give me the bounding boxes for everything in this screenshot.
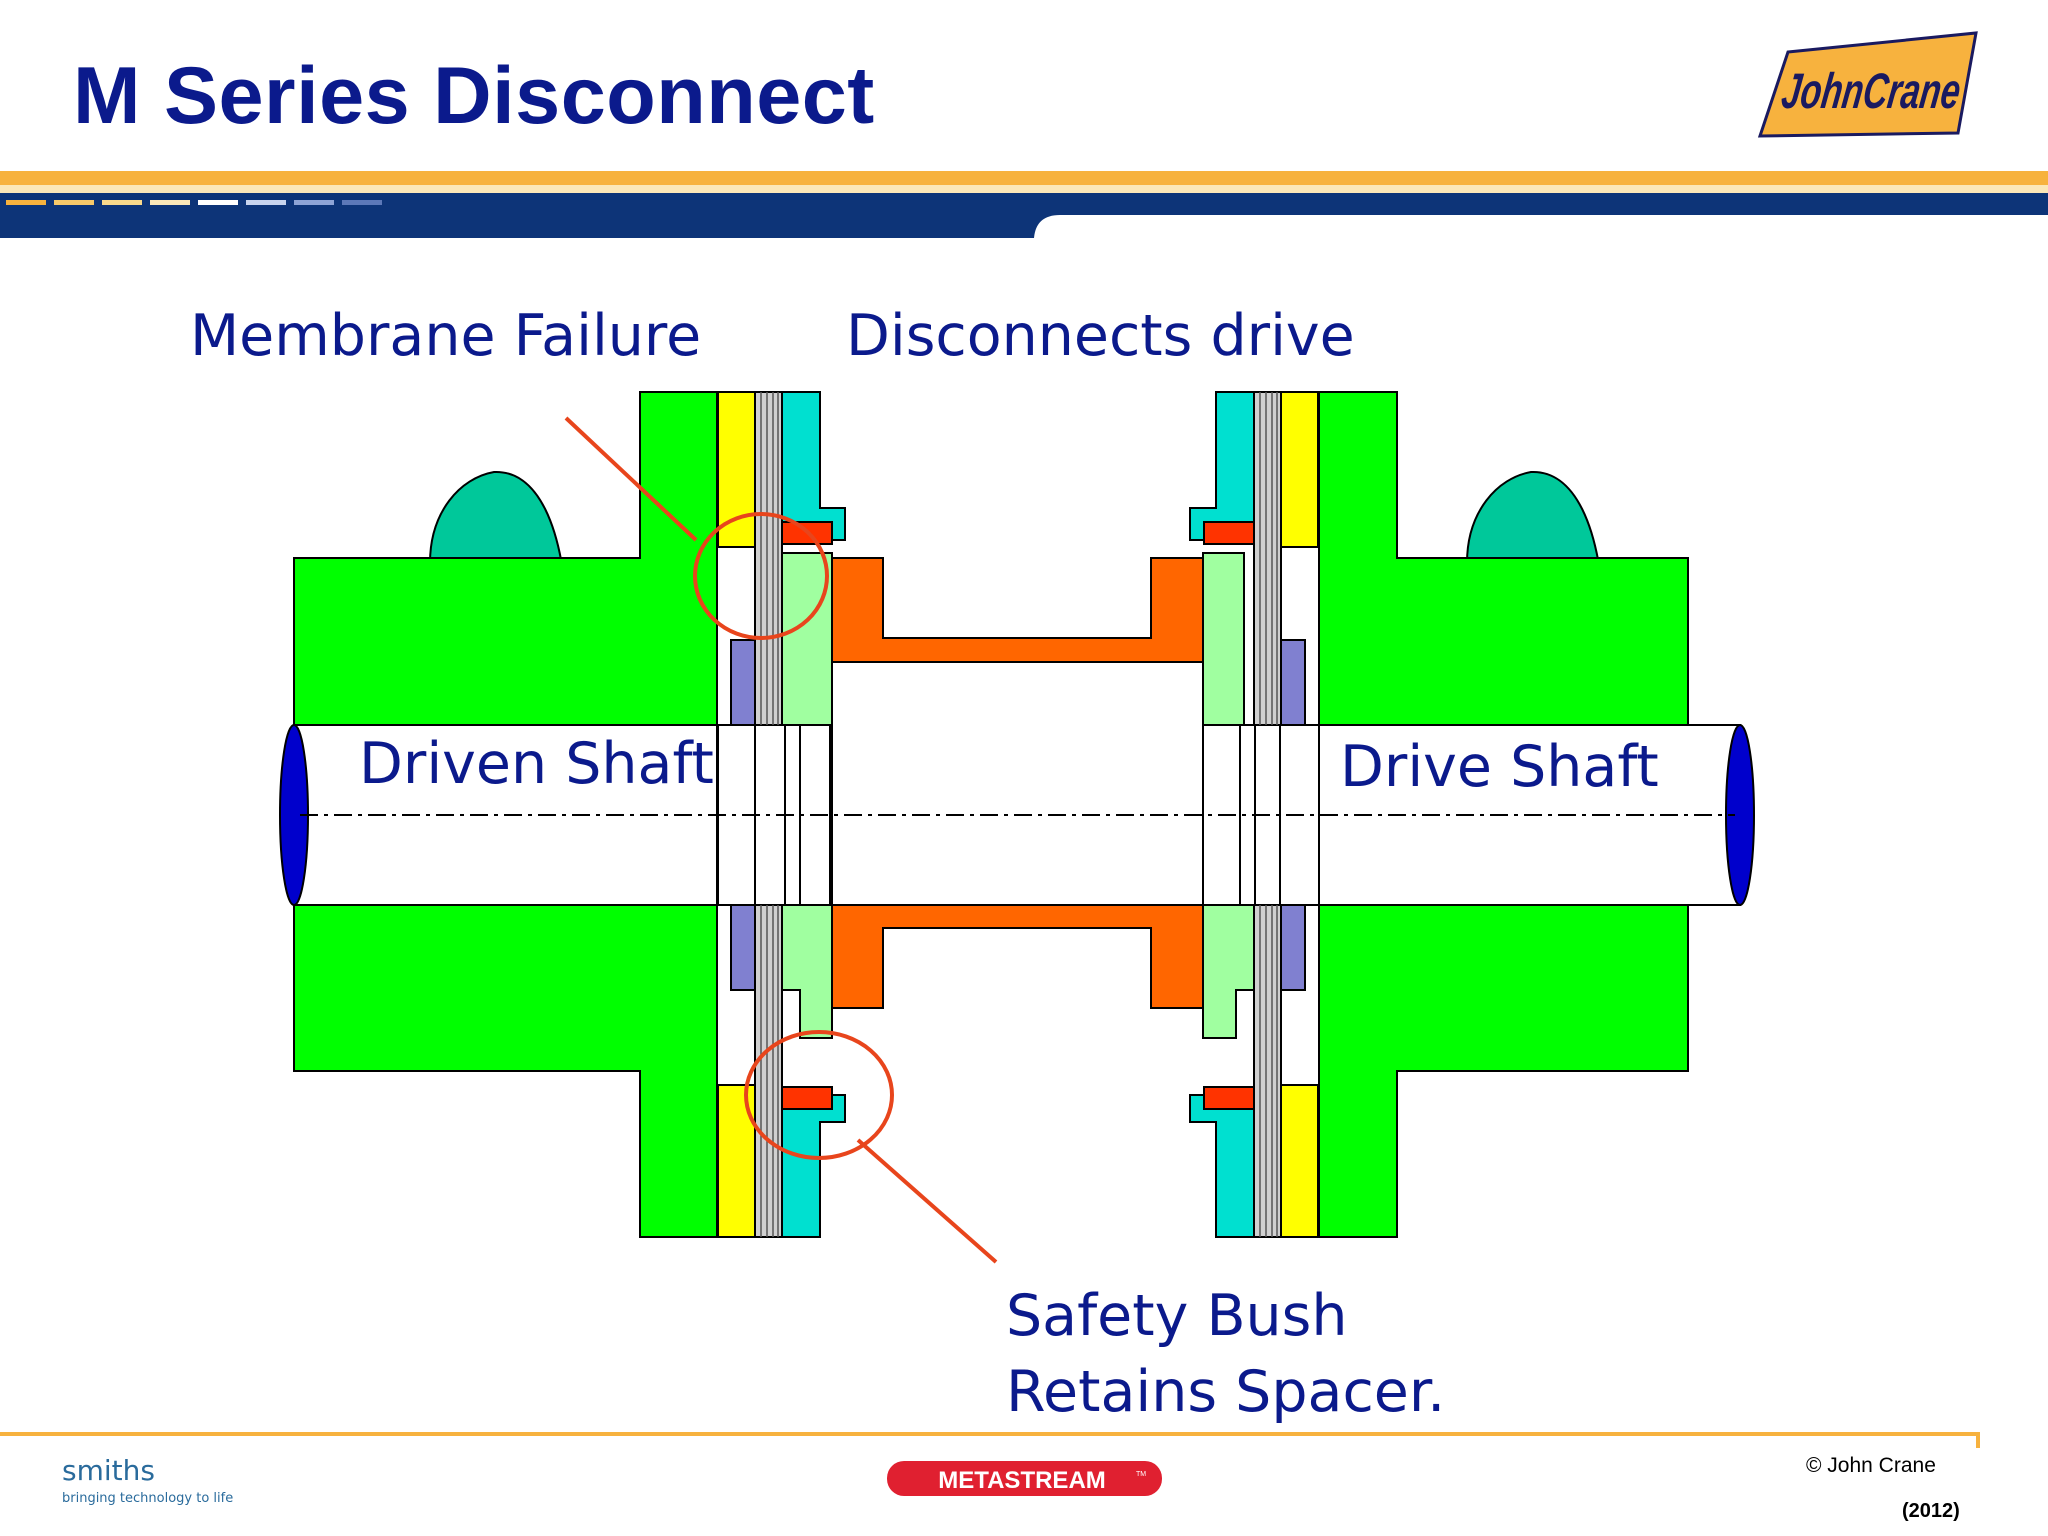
john-crane-logo: JohnCrane: [1757, 31, 1978, 138]
callout-membrane-failure: [564, 416, 829, 640]
label-safety-bush: Safety Bush: [1006, 1283, 1348, 1349]
spacer: [831, 557, 1204, 1009]
label-membrane-failure: Membrane Failure: [190, 303, 702, 369]
membrane-ring-left: [717, 391, 756, 1238]
label-disconnects-drive: Disconnects drive: [846, 303, 1355, 369]
smiths-logo-name: smiths: [62, 1454, 155, 1487]
label-driven-shaft: Driven Shaft: [359, 731, 714, 797]
smiths-logo: smiths bringing technology to life: [62, 1454, 233, 1506]
metastream-logo: METASTREAM TM: [887, 1461, 1162, 1496]
bush-right: [1280, 639, 1306, 991]
label-drive-shaft: Drive Shaft: [1340, 734, 1659, 800]
header-band: [0, 171, 2048, 238]
membrane-ring-right: [1280, 391, 1319, 1238]
footer-band: [0, 1432, 1980, 1448]
header-dash-row: [6, 200, 382, 205]
metastream-logo-text: METASTREAM: [938, 1467, 1106, 1494]
membrane-laminations: [760, 392, 1278, 1237]
safety-bush-right: [1203, 521, 1255, 1110]
john-crane-logo-text: JohnCrane: [1778, 63, 1964, 119]
safety-bush-left: [781, 521, 833, 1110]
slide-title: M Series Disconnect: [73, 51, 875, 141]
label-retains-spacer: Retains Spacer.: [1006, 1359, 1446, 1425]
year-text: (2012): [1902, 1500, 1960, 1522]
bush-left: [730, 639, 756, 991]
adapter-right: [1202, 552, 1255, 1039]
metastream-logo-tm: TM: [1136, 1471, 1146, 1478]
callout-safety-bush: [744, 1030, 998, 1264]
smiths-logo-tagline: bringing technology to life: [62, 1491, 233, 1506]
copyright-text: © John Crane: [1806, 1454, 1936, 1477]
